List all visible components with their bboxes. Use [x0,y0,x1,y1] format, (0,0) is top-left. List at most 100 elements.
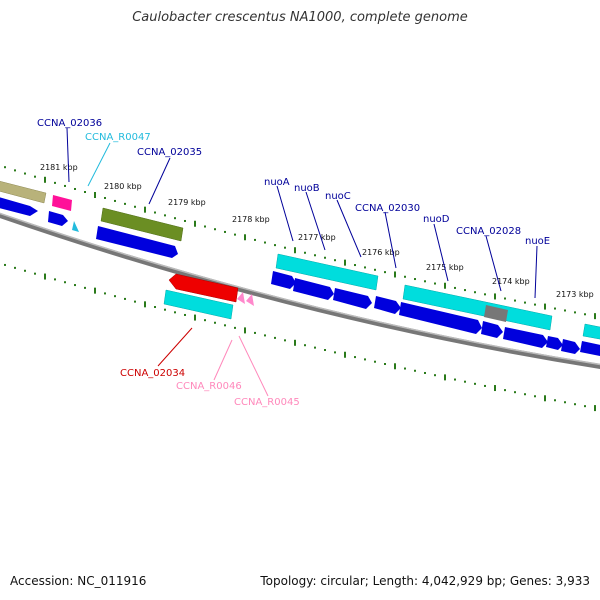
tick-mark [264,334,266,337]
gene-label[interactable]: CCNA_02030 [355,203,420,214]
gene-label[interactable]: CCNA_02028 [456,226,521,237]
gene-label[interactable]: nuoA [264,177,290,188]
tick-mark [314,254,316,257]
tick-mark [574,403,576,406]
tick-mark [594,313,596,320]
tick-mark [284,246,286,249]
feature-gene-olive-02035[interactable] [100,207,184,242]
tick-mark [114,295,116,298]
tick-mark [294,247,296,254]
tick-mark [134,300,136,303]
tick-mark [394,363,396,370]
feature-gene-cyan-nuo[interactable] [275,253,379,291]
gene-label[interactable]: nuoE [525,236,550,247]
gene-label[interactable]: nuoB [294,183,320,194]
feature-cds-nuoA[interactable] [271,271,296,289]
feature-cds-nuoE[interactable] [503,327,548,348]
gene-label[interactable]: CCNA_02036 [37,118,102,129]
tick-mark [454,378,456,381]
feature-trna-r0045[interactable] [246,294,254,306]
feature-cds-right[interactable] [580,341,600,357]
tick-mark [154,211,156,214]
feature-cds-leftmost[interactable] [0,196,38,216]
tick-mark [534,395,536,398]
feature-cds-02035[interactable] [96,226,178,258]
tick-mark [324,349,326,352]
gene-label[interactable]: nuoD [423,214,450,225]
tick-mark [34,175,36,178]
tick-mark [24,172,26,175]
tick-mark [414,278,416,281]
tick-mark [204,225,206,228]
feature-gene-cyan-nuoD[interactable] [402,284,553,331]
tick-mark [324,256,326,259]
tick-mark [524,393,526,396]
feature-rrna-02034[interactable] [168,273,239,303]
feature-gene-gray-02028[interactable] [484,305,508,322]
tick-mark [84,286,86,289]
tick-mark [4,166,6,169]
tick-mark [94,192,96,199]
tick-mark [124,202,126,205]
tick-mark [44,273,46,280]
tick-mark [374,360,376,363]
feature-magenta-02036[interactable] [52,195,72,211]
gene-label[interactable]: CCNA_R0046 [176,381,242,392]
feature-cds-02028[interactable] [481,321,503,338]
tick-mark [544,395,546,402]
tick-mark [314,346,316,349]
feature-gene-cyan-right[interactable] [582,323,600,340]
tick-mark [144,301,146,308]
kbp-label: 2173 kbp [556,290,594,299]
tick-mark [224,324,226,327]
kbp-label: 2180 kbp [104,182,142,191]
feature-gene-cyan-02034[interactable] [163,289,234,320]
feature-track-upper [0,180,600,357]
tick-mark [304,251,306,254]
tick-mark [174,217,176,220]
tick-mark [404,275,406,278]
kbp-label: 2176 kbp [362,248,400,257]
tick-row-lower [4,263,596,412]
gene-label[interactable]: CCNA_02035 [137,147,202,158]
feature-cds-small-blue[interactable] [48,211,68,226]
tick-mark [294,339,296,346]
tick-mark [174,311,176,314]
tick-mark [54,181,56,184]
leader-lines [66,127,538,397]
tick-mark [54,278,56,281]
tick-mark [184,313,186,316]
tick-mark [464,289,466,292]
feature-cds-02030[interactable] [374,296,401,314]
tick-mark [504,389,506,392]
tick-mark [424,371,426,374]
feature-cds-small-1[interactable] [546,336,563,350]
kbp-label: 2178 kbp [232,215,270,224]
tick-row-upper [4,166,596,320]
tick-mark [74,187,76,190]
tick-mark [234,233,236,236]
feature-cds-small-2[interactable] [561,339,580,354]
gene-label[interactable]: nuoC [325,191,351,202]
tick-mark [584,405,586,408]
feature-cds-nuoC[interactable] [333,288,372,309]
tick-mark [384,271,386,274]
gene-label[interactable]: CCNA_R0047 [85,132,151,143]
tick-mark [84,191,86,194]
tick-mark [14,169,16,172]
gene-label[interactable]: CCNA_R0045 [234,397,300,408]
tick-mark [264,241,266,244]
tick-mark [214,228,216,231]
feature-trna-r0047[interactable] [72,221,79,232]
gene-label[interactable]: CCNA_02034 [120,368,185,379]
tick-mark [274,336,276,339]
tick-mark [564,401,566,404]
tick-mark [484,384,486,387]
feature-cds-nuoB[interactable] [293,278,334,300]
feature-gene-khaki[interactable] [0,180,47,204]
feature-cds-nuoD[interactable] [399,302,482,334]
feature-trna-r0046[interactable] [237,292,245,304]
tick-mark [364,358,366,361]
tick-mark [64,281,66,284]
